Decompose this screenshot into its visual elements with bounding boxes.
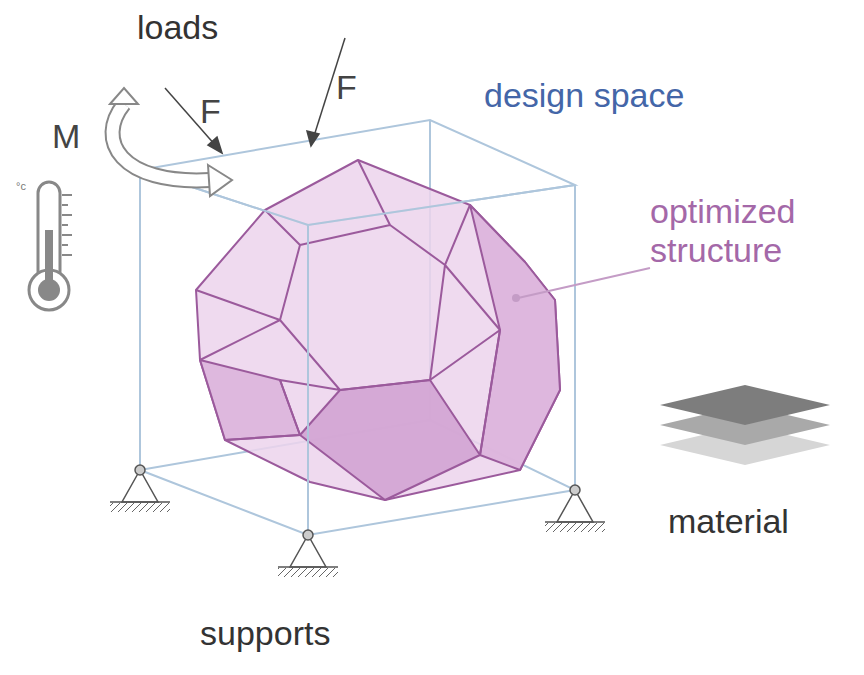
- support-symbols: [110, 465, 605, 577]
- material-label: material: [668, 502, 789, 541]
- loads-label: loads: [137, 8, 218, 47]
- optimized-structure-label: optimized structure: [650, 192, 860, 270]
- moment-arrow: [110, 88, 232, 196]
- temperature-unit: °c: [16, 180, 26, 193]
- material-layers: [660, 385, 830, 465]
- thermometer-icon: [29, 182, 72, 310]
- force-label: F: [336, 68, 357, 107]
- moment-label: M: [52, 117, 80, 156]
- force-arrows: [165, 38, 345, 153]
- leader-line: [518, 268, 650, 298]
- optimized-polyhedron: [196, 160, 560, 500]
- force-label: F: [200, 92, 221, 131]
- supports-label: supports: [200, 614, 330, 653]
- design-space-label: design space: [484, 76, 684, 115]
